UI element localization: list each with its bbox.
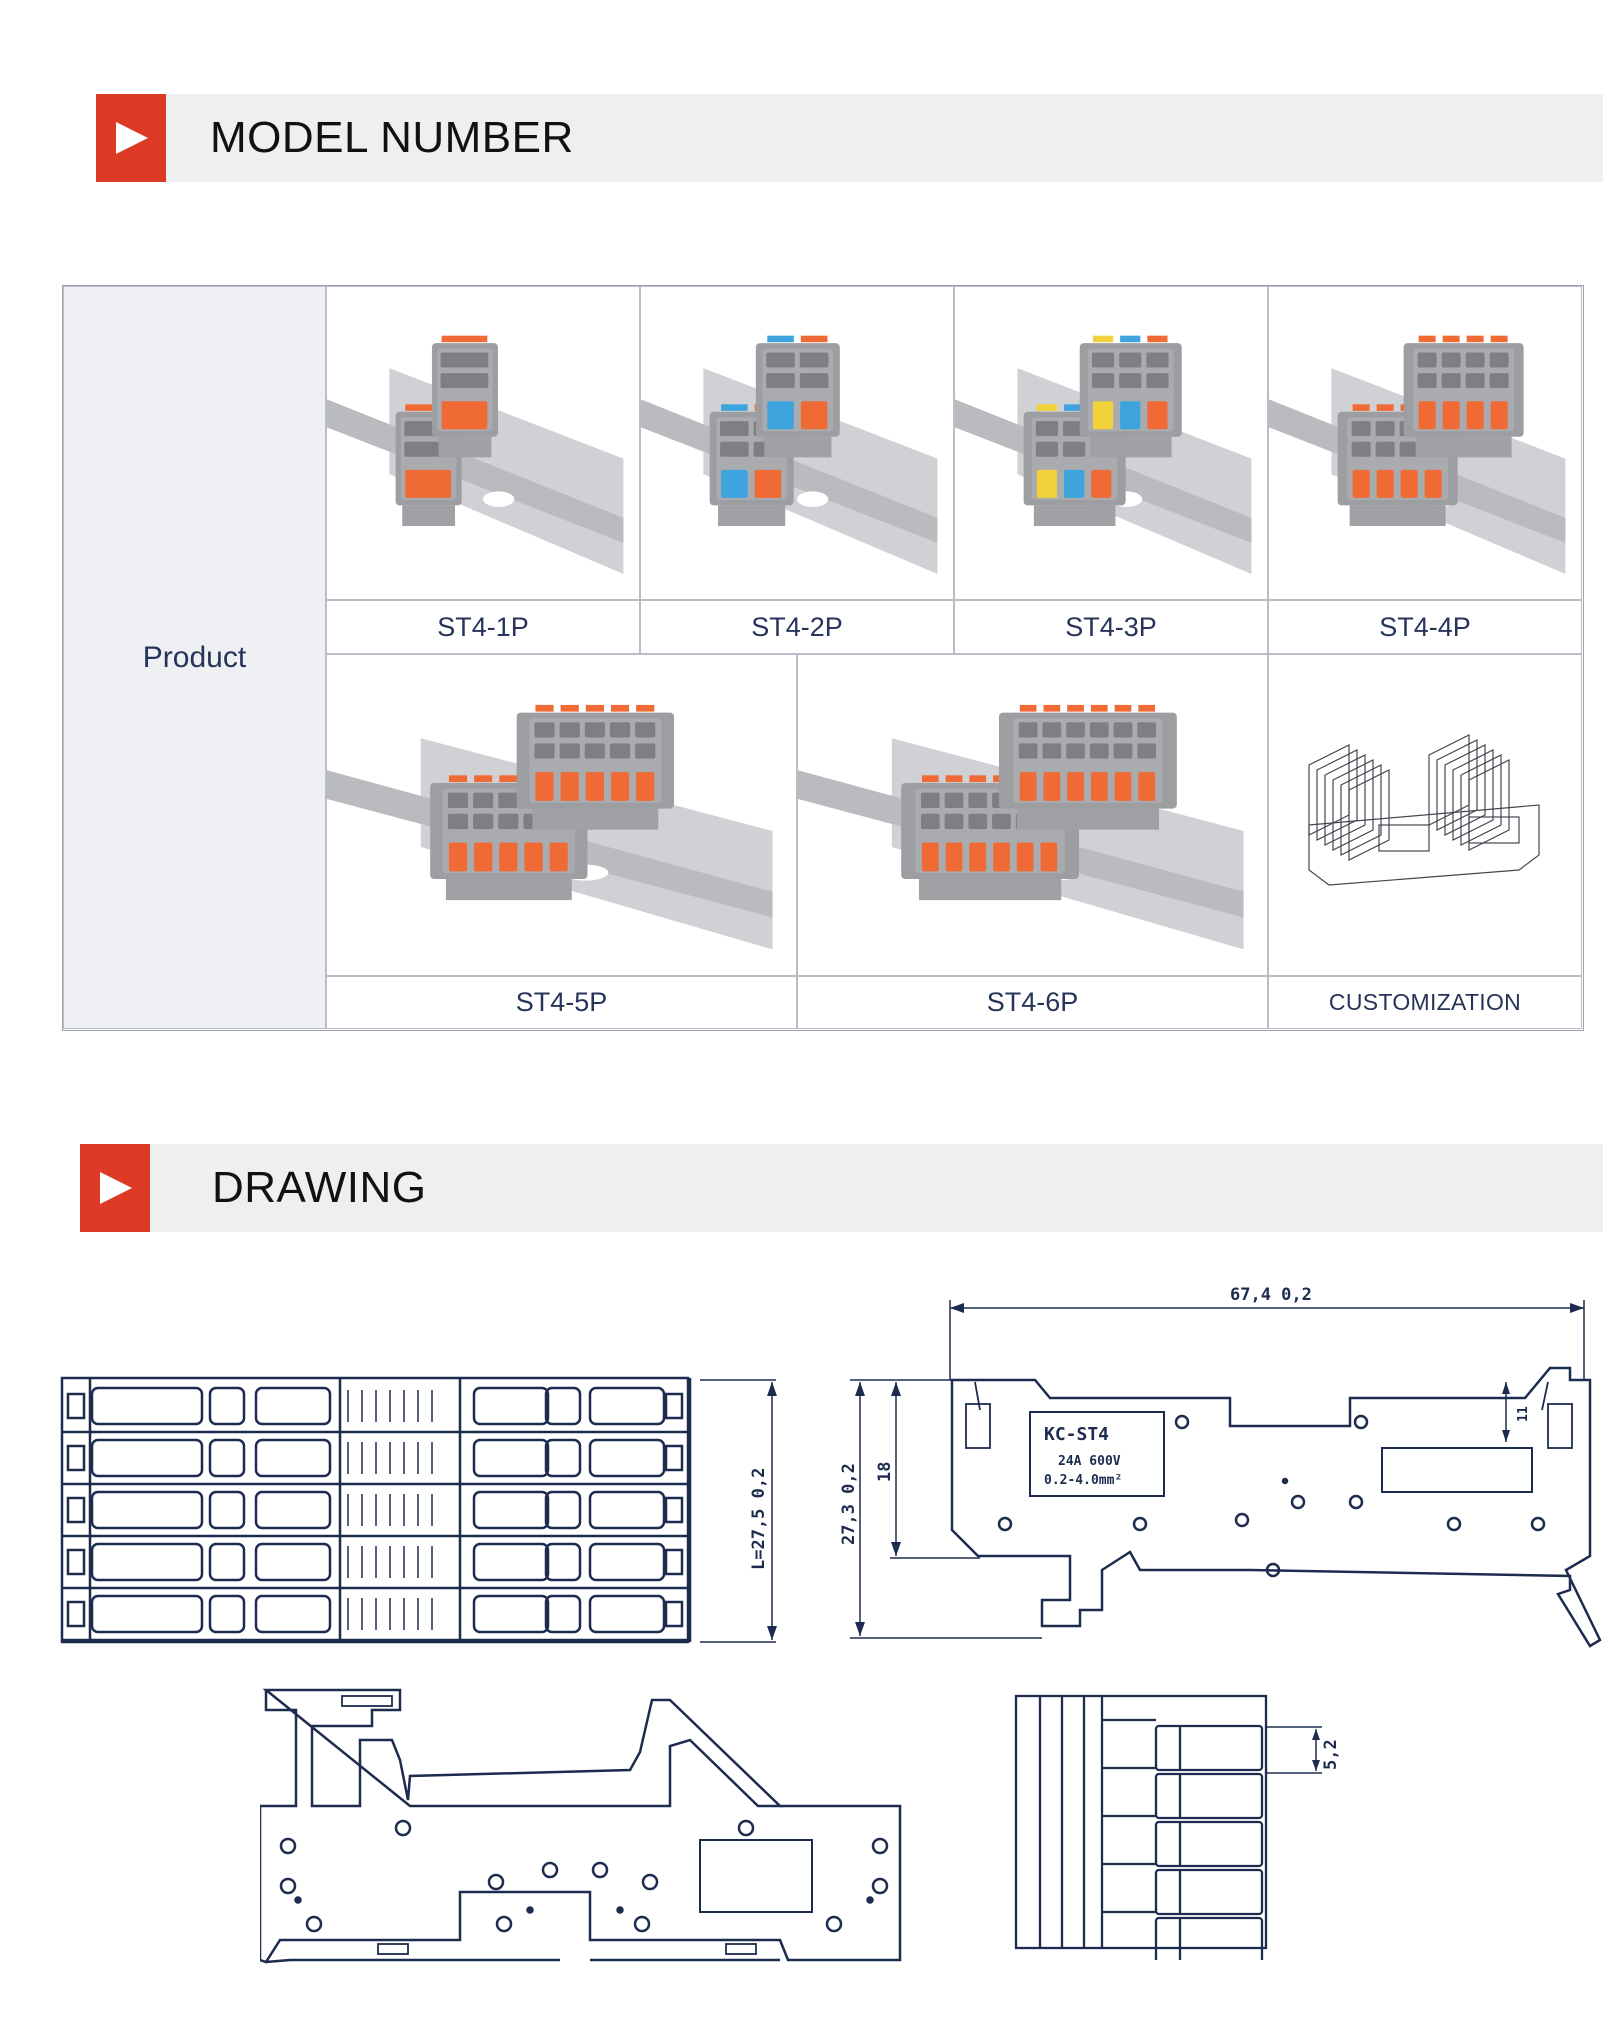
product-image-st4-4p <box>1268 286 1582 600</box>
dim-small: 11 <box>1516 1406 1531 1422</box>
product-image-st4-3p <box>954 286 1268 600</box>
dim-width: 67,4 0,2 <box>1230 1285 1312 1305</box>
product-label: ST4-3P <box>954 600 1268 654</box>
product-label: ST4-2P <box>640 600 954 654</box>
product-image-st4-6p <box>797 654 1268 976</box>
play-icon <box>80 1144 150 1232</box>
product-label: ST4-5P <box>326 976 797 1029</box>
dim-length: L=27,5 0,2 <box>749 1468 769 1570</box>
play-icon <box>96 94 166 182</box>
product-label: ST4-6P <box>797 976 1268 1029</box>
product-label: ST4-1P <box>326 600 640 654</box>
section-header-drawing: DRAWING <box>80 1144 1603 1232</box>
section-header-model-number: MODEL NUMBER <box>96 94 1603 182</box>
product-image-customization <box>1268 654 1582 976</box>
product-label: ST4-4P <box>1268 600 1582 654</box>
top-view-drawing: L=27,5 0,2 <box>60 1370 790 1660</box>
product-table: Product ST4-1P ST4-2P ST4-3P ST4-4P ST4-… <box>62 285 1584 1031</box>
label-wire: 0.2-4.0mm² <box>1044 1473 1122 1488</box>
dim-pitch: 5,2 <box>1321 1739 1341 1770</box>
row-header-label: Product <box>142 640 247 674</box>
label-model: KC-ST4 <box>1044 1424 1109 1445</box>
product-image-st4-2p <box>640 286 954 600</box>
section-title: DRAWING <box>212 1163 427 1212</box>
product-image-st4-1p <box>326 286 640 600</box>
row-header-cell <box>63 286 326 1029</box>
end-view-drawing: 5,2 <box>1010 1690 1370 1960</box>
product-label: CUSTOMIZATION <box>1268 976 1582 1029</box>
bottom-profile-drawing <box>260 1680 920 1980</box>
section-title: MODEL NUMBER <box>210 113 574 162</box>
side-view-drawing: 67,4 0,2 27,3 0,2 18 11 KC-ST4 24A 600V … <box>830 1270 1610 1660</box>
product-image-st4-5p <box>326 654 797 976</box>
dim-height-total: 27,3 0,2 <box>839 1463 859 1545</box>
dim-height-inner: 18 <box>875 1462 895 1482</box>
label-rating: 24A 600V <box>1058 1454 1121 1469</box>
